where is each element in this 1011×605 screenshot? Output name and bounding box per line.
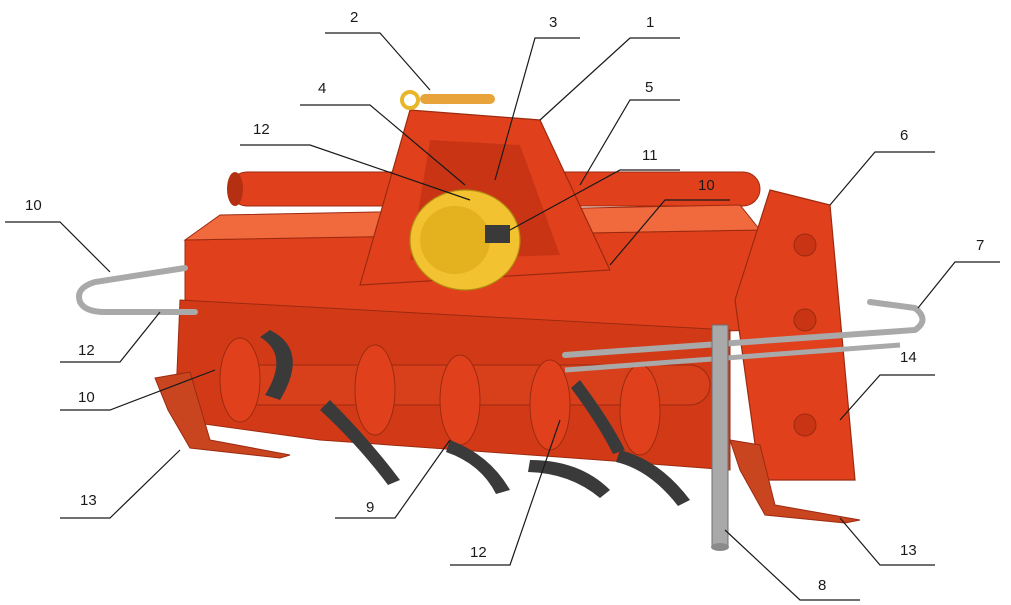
bumper-rails: [76, 265, 926, 373]
leader-1: [539, 37, 680, 121]
callout-12a: 12: [253, 121, 270, 138]
side-cover-boss-2: [793, 308, 817, 332]
leader-3: [494, 37, 580, 181]
rail-left: [76, 265, 198, 315]
side-cover-boss-1: [793, 233, 817, 257]
blade-2: [320, 400, 400, 485]
leader-9: [335, 439, 451, 519]
blade-5: [616, 450, 690, 506]
skid-left: [154, 371, 291, 459]
flange-5: [619, 364, 661, 456]
rail-right-lower: [564, 342, 901, 373]
top-pin: [420, 94, 495, 104]
side-cover-boss-3: [793, 413, 817, 437]
rotor-assembly: [219, 330, 711, 506]
leader-10c: [60, 369, 216, 411]
leader-8: [724, 529, 860, 601]
top-pin-ring: [400, 90, 420, 110]
leader-10a: [5, 221, 111, 273]
parking-stand: [711, 324, 729, 551]
blade-3: [446, 440, 510, 494]
callout-9: 9: [366, 499, 374, 516]
callout-4: 4: [318, 80, 326, 97]
callout-8: 8: [818, 577, 826, 594]
blade-6: [571, 380, 625, 454]
callout-13b: 13: [900, 542, 917, 559]
leader-12b: [60, 311, 161, 363]
blade-4: [528, 460, 610, 498]
flange-1: [219, 337, 261, 423]
callout-10c: 10: [78, 389, 95, 406]
flange-3: [439, 354, 481, 446]
callout-10b: 10: [698, 177, 715, 194]
skid-right: [729, 439, 861, 524]
rail-right: [562, 299, 926, 358]
gearbox-face: [420, 206, 490, 274]
callout-3: 3: [549, 14, 557, 31]
callout-13a: 13: [80, 492, 97, 509]
leader-13b: [839, 517, 935, 566]
leader-7: [917, 261, 1000, 309]
leader-12a: [240, 144, 471, 201]
gearbox-plate: [485, 225, 510, 243]
callout-11: 11: [642, 147, 658, 164]
callout-2: 2: [350, 9, 358, 26]
callout-10a: 10: [25, 197, 42, 214]
stand-foot: [711, 543, 729, 551]
side-drive-cover: [734, 189, 856, 481]
leader-2: [325, 32, 431, 91]
leader-14: [839, 374, 935, 421]
callout-5: 5: [645, 79, 653, 96]
callout-12c: 12: [470, 544, 487, 561]
leader-5: [579, 99, 680, 186]
callout-7: 7: [976, 237, 984, 254]
gearbox: [409, 189, 521, 291]
blade-1: [260, 330, 293, 400]
leader-6: [829, 151, 935, 206]
leader-12c: [450, 419, 561, 566]
flange-4: [529, 359, 571, 451]
leader-11: [509, 169, 680, 231]
callouts: 1 2 3 4 5 6 7 8 9 10 10 10 11: [5, 9, 1000, 601]
stand-leg: [711, 324, 729, 548]
leader-13a: [60, 449, 181, 519]
flange-2: [354, 344, 396, 436]
top-tube-end: [227, 172, 243, 206]
callout-14: 14: [900, 349, 917, 366]
callout-6: 6: [900, 127, 908, 144]
leader-4: [300, 104, 466, 186]
callout-12b: 12: [78, 342, 95, 359]
callout-1: 1: [646, 14, 654, 31]
leader-10b: [609, 199, 730, 266]
skids: [154, 371, 861, 524]
